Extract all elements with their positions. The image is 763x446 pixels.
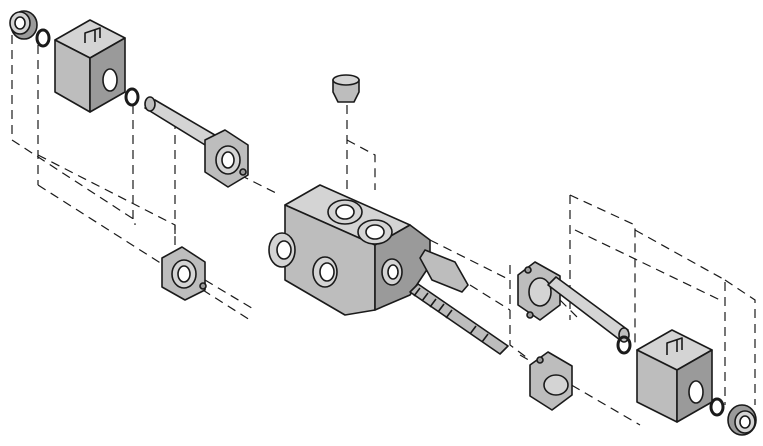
armature-tube-right (547, 276, 630, 343)
valve-body (268, 184, 469, 316)
o-ring-right-2 (709, 397, 725, 417)
flange-lower-left (161, 246, 207, 301)
plug-top (332, 74, 360, 103)
solenoid-coil-right (636, 329, 713, 423)
flange-lower-right (529, 351, 573, 411)
o-ring-right-1 (616, 335, 632, 355)
flange-upper-left (204, 129, 249, 188)
o-ring-left-2 (124, 87, 140, 107)
spool (409, 283, 509, 355)
end-cap-left (9, 10, 38, 40)
flange-right (517, 261, 561, 321)
end-cap-right (727, 404, 757, 436)
o-ring-left-1 (35, 28, 51, 48)
solenoid-coil-left (54, 19, 126, 113)
